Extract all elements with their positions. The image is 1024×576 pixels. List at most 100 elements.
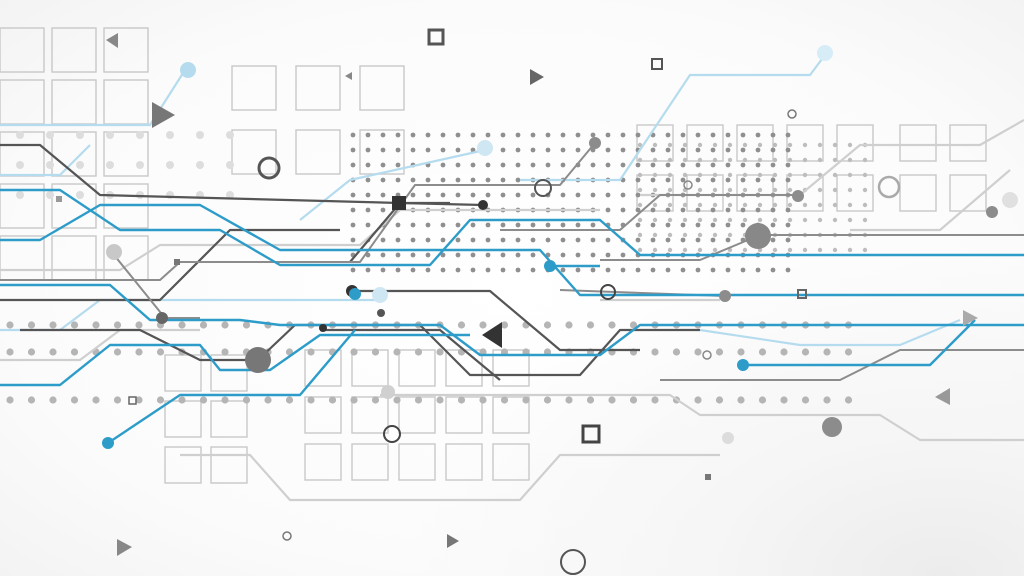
grid-dot bbox=[515, 267, 521, 273]
grid-dot bbox=[665, 222, 671, 228]
grid-dot bbox=[410, 252, 416, 258]
grid-dot bbox=[500, 252, 506, 258]
grid-dot bbox=[832, 247, 838, 253]
outline-square bbox=[51, 235, 97, 281]
grid-dot bbox=[371, 348, 380, 356]
grid-dot bbox=[785, 132, 791, 138]
grid-dot bbox=[785, 237, 791, 243]
grid-dot bbox=[770, 162, 776, 168]
circuit-trace bbox=[0, 203, 1024, 297]
grid-dot bbox=[515, 147, 521, 153]
grid-dot bbox=[697, 247, 703, 253]
grid-dot bbox=[832, 142, 838, 148]
grid-dot bbox=[350, 348, 358, 356]
ring-node bbox=[534, 179, 552, 197]
grid-dot bbox=[772, 157, 778, 163]
grid-dot bbox=[425, 252, 431, 258]
grid-dot bbox=[742, 202, 748, 208]
grid-dot bbox=[772, 247, 778, 253]
grid-dot bbox=[545, 147, 551, 153]
grid-dot bbox=[727, 157, 733, 163]
grid-dot bbox=[637, 157, 643, 163]
grid-dot bbox=[862, 172, 868, 178]
grid-dot bbox=[470, 132, 476, 138]
grid-dot bbox=[694, 396, 702, 404]
grid-dot bbox=[682, 232, 688, 238]
grid-dot bbox=[46, 131, 54, 139]
circuit-trace bbox=[743, 319, 976, 367]
grid-dot bbox=[725, 237, 731, 243]
grid-dot bbox=[801, 396, 810, 404]
grid-dot bbox=[365, 162, 371, 168]
outline-square bbox=[359, 65, 405, 111]
grid-dot bbox=[650, 177, 656, 183]
grid-dot bbox=[70, 348, 79, 356]
grid-dot bbox=[710, 237, 716, 243]
grid-dot bbox=[106, 161, 114, 169]
grid-dot bbox=[710, 222, 716, 228]
grid-dot bbox=[802, 142, 808, 148]
grid-dot bbox=[757, 142, 763, 148]
triangle-markers bbox=[106, 33, 978, 556]
outline-square bbox=[231, 129, 277, 175]
grid-dot bbox=[49, 348, 57, 356]
square-node bbox=[174, 259, 180, 265]
circuit-trace bbox=[520, 54, 826, 182]
grid-dot bbox=[635, 222, 641, 228]
grid-dot bbox=[787, 157, 793, 163]
grid-dot bbox=[697, 217, 703, 223]
grid-dot bbox=[425, 267, 431, 273]
grid-dot bbox=[608, 321, 616, 329]
grid-dot bbox=[196, 161, 204, 169]
grid-dot bbox=[710, 162, 716, 168]
grid-dot bbox=[650, 222, 656, 228]
light-blue-traces bbox=[0, 54, 961, 347]
grid-dot bbox=[605, 237, 611, 243]
grid-dot bbox=[680, 267, 686, 273]
circuit-trace bbox=[0, 283, 1024, 357]
grid-dot bbox=[515, 162, 521, 168]
grid-dot bbox=[682, 157, 688, 163]
grid-dot bbox=[457, 396, 466, 404]
grid-dot bbox=[695, 207, 701, 213]
outline-square bbox=[51, 131, 97, 177]
grid-dot bbox=[515, 192, 521, 198]
grid-dot bbox=[637, 187, 643, 193]
grid-dot bbox=[414, 396, 423, 404]
grid-dot bbox=[16, 161, 24, 169]
grid-dot bbox=[560, 237, 566, 243]
grid-dot bbox=[680, 177, 686, 183]
grid-dot bbox=[410, 177, 416, 183]
grid-dot bbox=[862, 217, 868, 223]
grid-dot bbox=[652, 202, 658, 208]
grid-dot bbox=[725, 132, 731, 138]
grid-dot bbox=[650, 147, 656, 153]
grid-dot bbox=[590, 252, 596, 258]
ring-node bbox=[257, 156, 281, 180]
grid-dot bbox=[307, 348, 315, 356]
grid-dot bbox=[70, 396, 79, 404]
grid-dot bbox=[440, 162, 446, 168]
grid-dot bbox=[113, 321, 122, 329]
circuit-trace bbox=[109, 249, 200, 319]
grid-dot bbox=[710, 132, 716, 138]
grid-dot bbox=[652, 247, 658, 253]
grid-dot bbox=[515, 132, 521, 138]
grid-dot bbox=[672, 348, 681, 356]
grid-dot bbox=[560, 162, 566, 168]
grid-dot bbox=[455, 132, 461, 138]
grid-dot bbox=[608, 396, 616, 404]
grid-dot bbox=[772, 172, 778, 178]
grid-dot bbox=[770, 132, 776, 138]
outline-square bbox=[899, 124, 937, 162]
grid-dot bbox=[635, 192, 641, 198]
grid-dot bbox=[560, 192, 566, 198]
outline-square bbox=[304, 396, 342, 434]
grid-dot bbox=[6, 321, 14, 329]
grid-dot bbox=[667, 232, 673, 238]
trace-node bbox=[319, 324, 327, 332]
grid-dot bbox=[755, 132, 761, 138]
grid-dot bbox=[727, 187, 733, 193]
grid-dot bbox=[755, 267, 761, 273]
